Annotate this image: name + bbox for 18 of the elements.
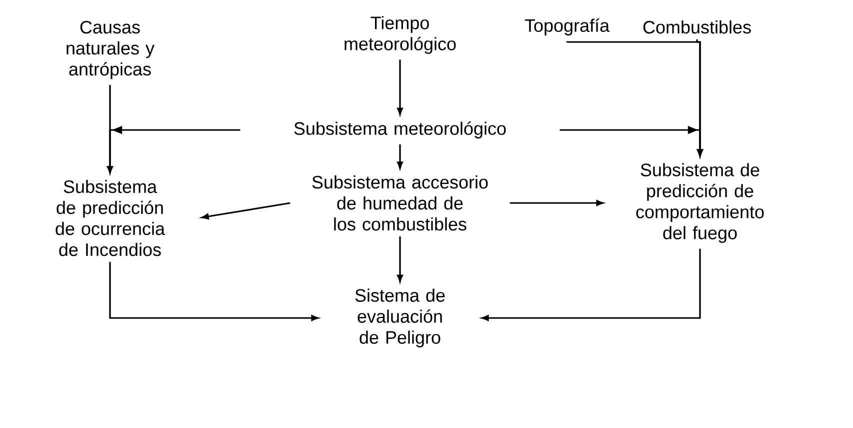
node-label: Subsistema accesorio de humedad de los combustibles	[312, 175, 488, 231]
node-label: Causas naturales y antrópicas	[66, 20, 154, 80]
arrow	[560, 126, 703, 157]
node-label: Subsistema de predicción de comportamiento del fuego	[636, 163, 764, 243]
node-label: Topografía	[524, 18, 610, 36]
node-label: Sistema de evaluación de Peligro	[355, 288, 445, 348]
arrow	[107, 126, 240, 174]
node-label: Tiempo meteorológico	[344, 16, 456, 54]
node-label: Subsistema meteorológico	[294, 122, 506, 138]
arrow	[397, 60, 403, 115]
arrow	[482, 248, 701, 321]
arrow	[201, 202, 290, 220]
arrow	[397, 144, 403, 169]
node-label: Combustibles	[643, 20, 751, 34]
arrow	[397, 236, 403, 282]
arrow	[510, 200, 604, 206]
node-label: Subsistema de predicción de ocurrencia de Incendios	[56, 180, 165, 256]
arrow	[109, 262, 318, 321]
